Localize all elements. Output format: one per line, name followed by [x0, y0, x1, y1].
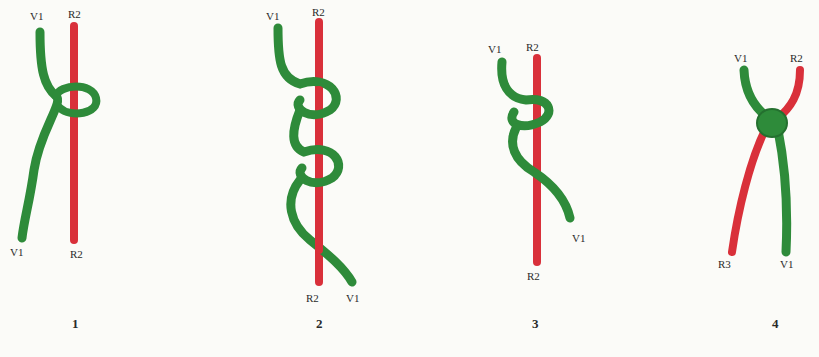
strand-label: R3	[718, 258, 731, 270]
strand-label: R2	[527, 270, 540, 282]
red-strand	[533, 58, 541, 262]
knot-body	[757, 109, 787, 137]
strand-label: R2	[70, 248, 83, 260]
strand-label: V1	[10, 246, 23, 258]
strand-label: V1	[266, 10, 279, 22]
strand-label: V1	[346, 292, 359, 304]
green-loop	[278, 28, 336, 115]
figure-number: 4	[772, 318, 779, 330]
green-loop	[56, 87, 96, 114]
green-strand	[744, 70, 766, 116]
red-strand	[70, 26, 78, 240]
strand-label: V1	[572, 232, 585, 244]
strand-label: R2	[526, 41, 539, 53]
green-strand	[778, 130, 787, 252]
green-strand	[22, 32, 58, 238]
green-loop	[294, 110, 339, 183]
figure-number: 1	[72, 318, 79, 330]
strand-label: R2	[68, 8, 81, 20]
strand-label: R2	[790, 52, 803, 64]
figure-number: 2	[316, 318, 323, 330]
strand-label: V1	[30, 10, 43, 22]
green-strand	[291, 180, 352, 282]
figure-number: 3	[532, 318, 539, 330]
red-strand	[732, 128, 766, 252]
strand-label: R2	[306, 292, 319, 304]
strand-label: V1	[734, 52, 747, 64]
strand-label: R2	[312, 6, 325, 18]
strand-label: V1	[488, 43, 501, 55]
green-strand	[513, 128, 570, 218]
green-loop	[502, 62, 549, 126]
strand-label: V1	[780, 258, 793, 270]
